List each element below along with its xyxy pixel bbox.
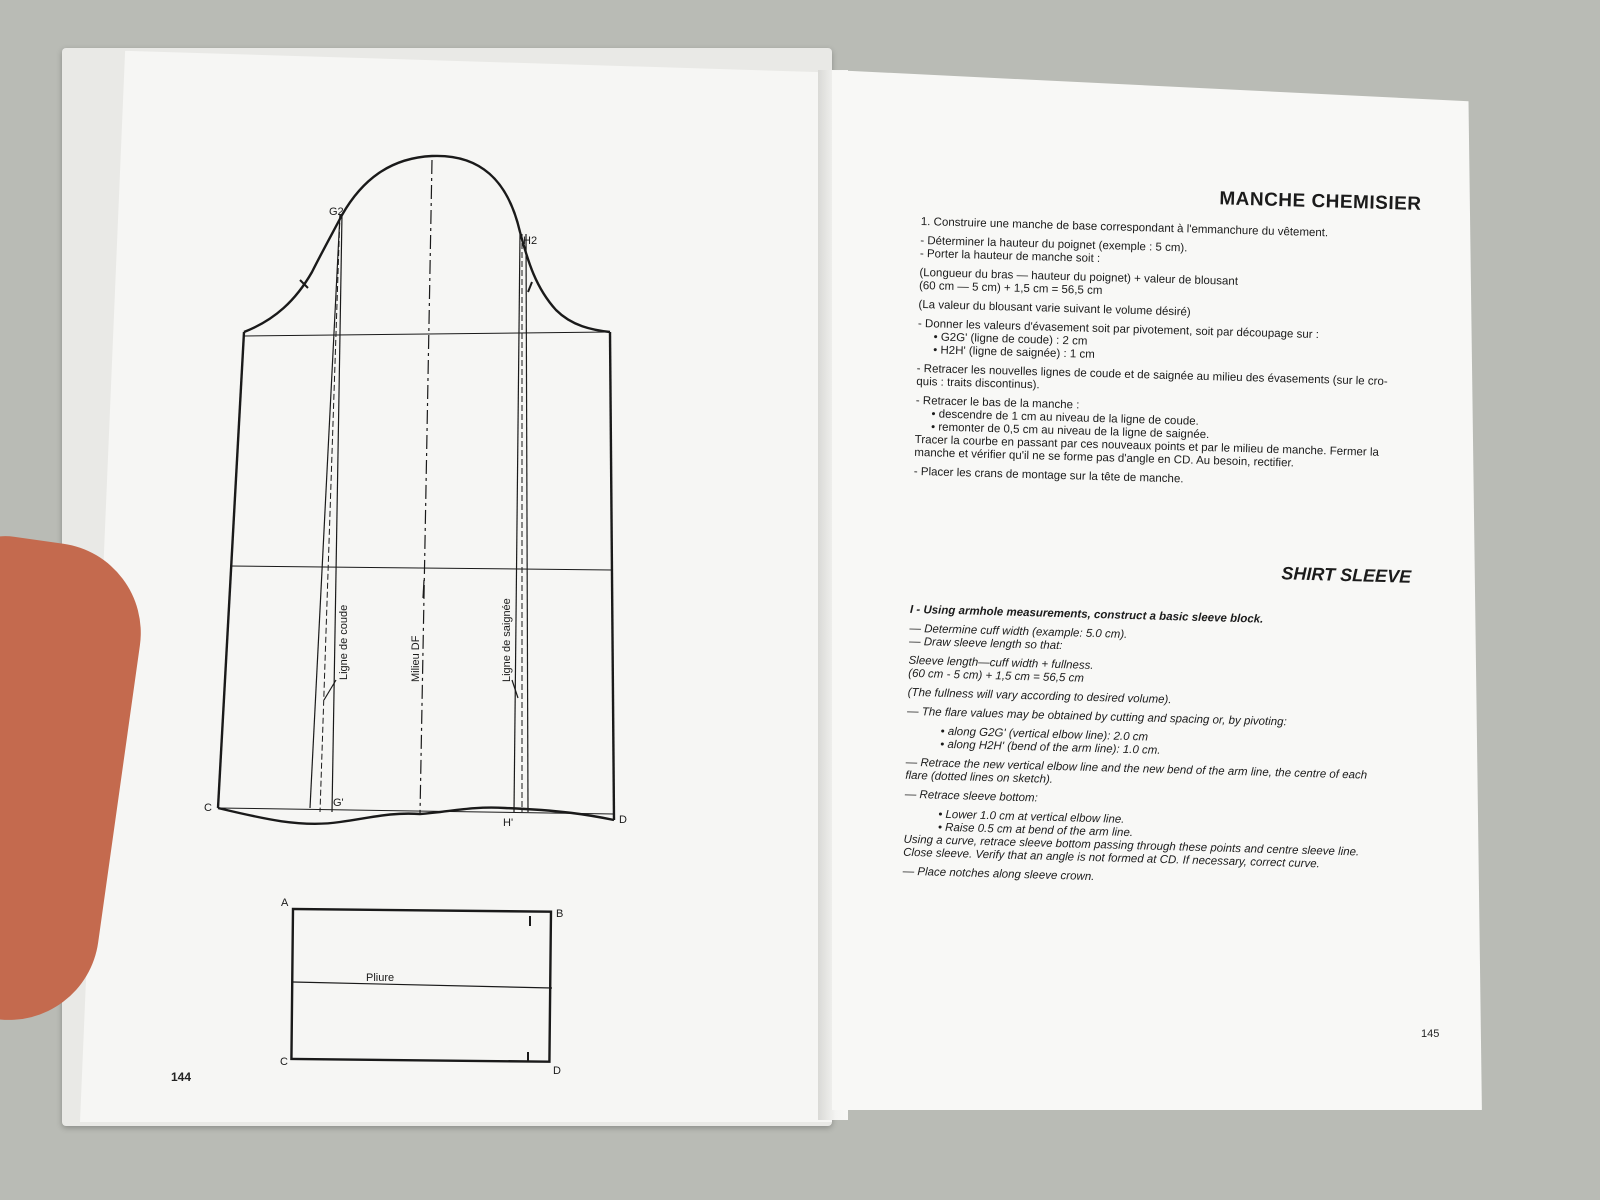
label-h-prime: H' — [503, 817, 513, 829]
cuff-label-a: A — [281, 897, 289, 909]
sleeve-left-side — [216, 331, 246, 809]
cuff-label-fold: Pliure — [366, 972, 394, 984]
cuff-label-b: B — [556, 908, 563, 920]
label-h2: H2 — [523, 235, 537, 247]
label-g2: G2 — [329, 206, 344, 218]
cuff-rectangle — [290, 907, 553, 1063]
elbow-level-line — [229, 565, 613, 571]
label-arm-bend: Ligne de saignée — [501, 598, 513, 682]
instructions-text: MANCHE CHEMISIER 1. Construire une manch… — [902, 180, 1422, 893]
elbow-line-new — [319, 213, 341, 813]
elbow-line-g — [331, 213, 343, 813]
sleeve-cap-curve — [243, 154, 611, 334]
notch-left — [299, 279, 309, 289]
label-elbow-line: Ligne de coude — [338, 605, 350, 680]
right-page — [832, 70, 1482, 1110]
wrist-line — [217, 807, 615, 815]
left-page — [80, 50, 832, 1122]
label-c: C — [204, 802, 212, 814]
sleeve-right-side — [608, 331, 616, 821]
right-page-number: 145 — [1421, 1028, 1440, 1040]
sleeve-bottom-curve — [217, 806, 615, 825]
english-title: SHIRT SLEEVE — [1281, 563, 1412, 587]
cuff-label-d: D — [553, 1065, 561, 1077]
center-line — [419, 159, 433, 815]
left-page-number: 144 — [171, 1070, 192, 1084]
cuff-label-c: C — [280, 1056, 288, 1068]
cuff-fold-line — [292, 981, 553, 989]
notch-right — [527, 281, 533, 293]
label-d: D — [619, 814, 627, 826]
biceps-line — [243, 331, 611, 337]
label-middle: Milieu DF — [410, 635, 422, 682]
label-g-prime: G' — [333, 797, 344, 809]
elbow-line — [309, 213, 341, 809]
arm-bend-line-h — [525, 233, 529, 813]
arm-bend-line — [513, 233, 521, 813]
